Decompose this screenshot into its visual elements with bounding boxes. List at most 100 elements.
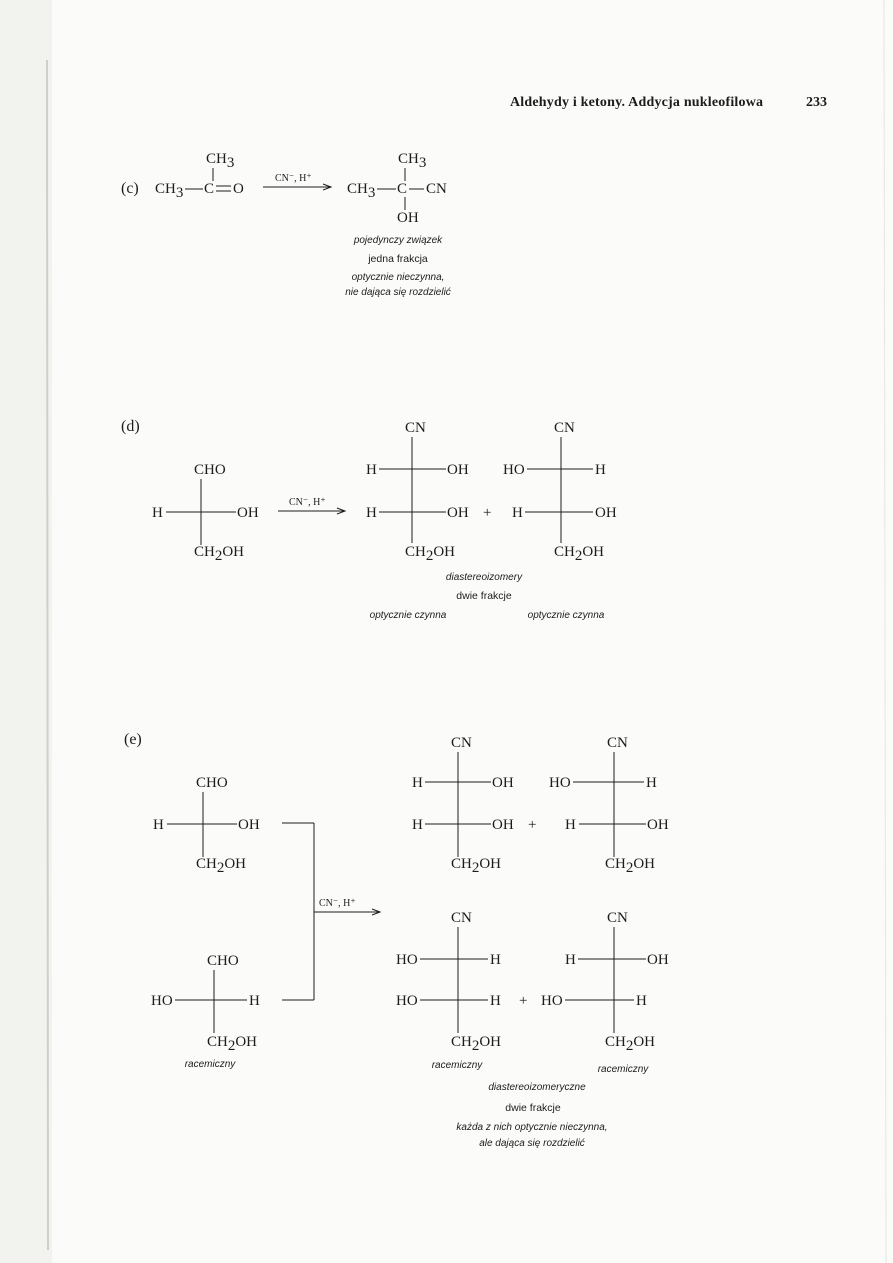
- substrate-e1: CHO H OH CH2OH: [153, 775, 260, 876]
- c2-left: H: [366, 462, 377, 478]
- nitrile-group: CN: [607, 910, 628, 926]
- c3-left: H: [512, 505, 523, 521]
- page-number: 233: [806, 95, 827, 110]
- product-d2: CN HO H H OH CH2OH: [503, 420, 617, 564]
- reagent-label-c: CN⁻, H⁺: [275, 173, 312, 184]
- plus-sign-bottom: +: [519, 993, 527, 1009]
- c2-left: HO: [503, 462, 525, 478]
- c3-left: HO: [396, 993, 418, 1009]
- section-c-label: (c): [121, 180, 139, 197]
- caption-separable: ale dająca się rozdzielić: [479, 1138, 585, 1149]
- caption-racemic-1: racemiczny: [432, 1060, 484, 1071]
- caption-two-fractions: dwie frakcje: [456, 590, 512, 602]
- product-e4: CN H OH HO H CH2OH: [541, 910, 669, 1054]
- cyanohydrin-structure: CH3 CH3 C CN OH: [347, 151, 447, 226]
- captions-c: pojedynczy związek jedna frakcja optyczn…: [345, 235, 451, 298]
- methyl-group-left: CH3: [155, 181, 183, 201]
- carbonyl-carbon: C: [204, 181, 214, 197]
- c3-right: H: [636, 993, 647, 1009]
- c3-left: H: [366, 505, 377, 521]
- caption-racemic-substrate: racemiczny: [185, 1059, 237, 1070]
- nitrile-group: CN: [451, 910, 472, 926]
- reaction-arrow-d: CN⁻, H⁺: [278, 497, 347, 515]
- methyl-group-left: CH3: [347, 181, 375, 201]
- c2-right: OH: [447, 462, 469, 478]
- hydroxymethyl-group: CH2OH: [605, 856, 655, 876]
- hydroxymethyl-group: CH2OH: [196, 856, 246, 876]
- nitrile-group: CN: [607, 735, 628, 751]
- right-oh: OH: [237, 505, 259, 521]
- plus-sign-top: +: [528, 817, 536, 833]
- caption-diastereomeric: diastereoizomeryczne: [488, 1082, 586, 1093]
- caption-diastereomers: diastereoizomery: [446, 572, 523, 583]
- methyl-group-top: CH3: [206, 151, 234, 171]
- nitrile-group: CN: [554, 420, 575, 436]
- plus-sign: +: [483, 505, 491, 521]
- reagent-label-e: CN⁻, H⁺: [319, 898, 356, 909]
- section-d: (d) CHO H OH CH2OH CN⁻, H⁺ CN H OH H OH …: [121, 418, 617, 621]
- c3-right: OH: [595, 505, 617, 521]
- caption-optically-inactive: optycznie nieczynna,: [352, 272, 445, 283]
- right-h: H: [249, 993, 260, 1009]
- hydroxyl-group: OH: [397, 210, 419, 226]
- hydroxymethyl-group: CH2OH: [451, 1034, 501, 1054]
- aldehyde-group: CHO: [196, 775, 228, 791]
- caption-not-separable: nie dająca się rozdzielić: [345, 287, 451, 298]
- caption-racemic-2: racemiczny: [598, 1064, 650, 1075]
- captions-e: racemiczny racemiczny diastereoizomerycz…: [432, 1060, 650, 1149]
- carbonyl-oxygen: O: [233, 181, 244, 197]
- left-h: H: [153, 817, 164, 833]
- c3-right: OH: [447, 505, 469, 521]
- hydroxymethyl-group: CH2OH: [405, 544, 455, 564]
- section-e-label: (e): [124, 731, 142, 748]
- caption-one-fraction: jedna frakcja: [367, 253, 428, 265]
- methyl-group-top: CH3: [398, 151, 426, 171]
- hydroxymethyl-group: CH2OH: [554, 544, 604, 564]
- nitrile-group: CN: [405, 420, 426, 436]
- caption-optically-active-1: optycznie czynna: [370, 610, 447, 621]
- product-d1: CN H OH H OH CH2OH: [366, 420, 469, 564]
- section-e: (e) CHO H OH CH2OH CHO HO H CH2OH racemi…: [124, 731, 669, 1149]
- product-e1: CN H OH H OH CH2OH: [412, 735, 514, 876]
- caption-each-optically-inactive: każda z nich optycznie nieczynna,: [456, 1122, 607, 1133]
- hydroxymethyl-group: CH2OH: [451, 856, 501, 876]
- running-header-title: Aldehydy i ketony. Addycja nukleofilowa: [510, 95, 764, 110]
- central-carbon: C: [397, 181, 407, 197]
- caption-optically-active-2: optycznie czynna: [528, 610, 605, 621]
- c2-right: OH: [647, 952, 669, 968]
- c3-left: H: [565, 817, 576, 833]
- c2-right: H: [646, 775, 657, 791]
- substrate-e2: CHO HO H CH2OH racemiczny: [151, 953, 260, 1070]
- caption-single-compound: pojedynczy związek: [353, 235, 443, 246]
- reagent-label-d: CN⁻, H⁺: [289, 497, 326, 508]
- c2-left: HO: [549, 775, 571, 791]
- hydroxymethyl-group: CH2OH: [605, 1034, 655, 1054]
- c3-right: OH: [647, 817, 669, 833]
- c2-right: OH: [492, 775, 514, 791]
- left-ho: HO: [151, 993, 173, 1009]
- left-h: H: [152, 505, 163, 521]
- section-c: (c) CH3 CH3 C O CN⁻, H⁺ CH3 CH3 C CN OH: [121, 151, 451, 298]
- section-d-label: (d): [121, 418, 140, 435]
- glyceraldehyde-fischer: CHO H OH CH2OH: [152, 462, 259, 564]
- nitrile-group: CN: [426, 181, 447, 197]
- reaction-arrow-c: CN⁻, H⁺: [263, 173, 333, 191]
- c2-right: H: [595, 462, 606, 478]
- product-e3: CN HO H HO H CH2OH: [396, 910, 501, 1054]
- aldehyde-group: CHO: [194, 462, 226, 478]
- nitrile-group: CN: [451, 735, 472, 751]
- c2-left: H: [565, 952, 576, 968]
- acetone-structure: CH3 CH3 C O: [155, 151, 244, 201]
- c2-left: H: [412, 775, 423, 791]
- c2-left: HO: [396, 952, 418, 968]
- captions-d: diastereoizomery dwie frakcje optycznie …: [370, 572, 605, 621]
- c3-right: H: [490, 993, 501, 1009]
- merge-bracket-arrow: CN⁻, H⁺: [282, 822, 382, 1001]
- c3-right: OH: [492, 817, 514, 833]
- aldehyde-group: CHO: [207, 953, 239, 969]
- right-oh: OH: [238, 817, 260, 833]
- caption-two-fractions: dwie frakcje: [505, 1102, 561, 1114]
- c3-left: H: [412, 817, 423, 833]
- hydroxymethyl-group: CH2OH: [194, 544, 244, 564]
